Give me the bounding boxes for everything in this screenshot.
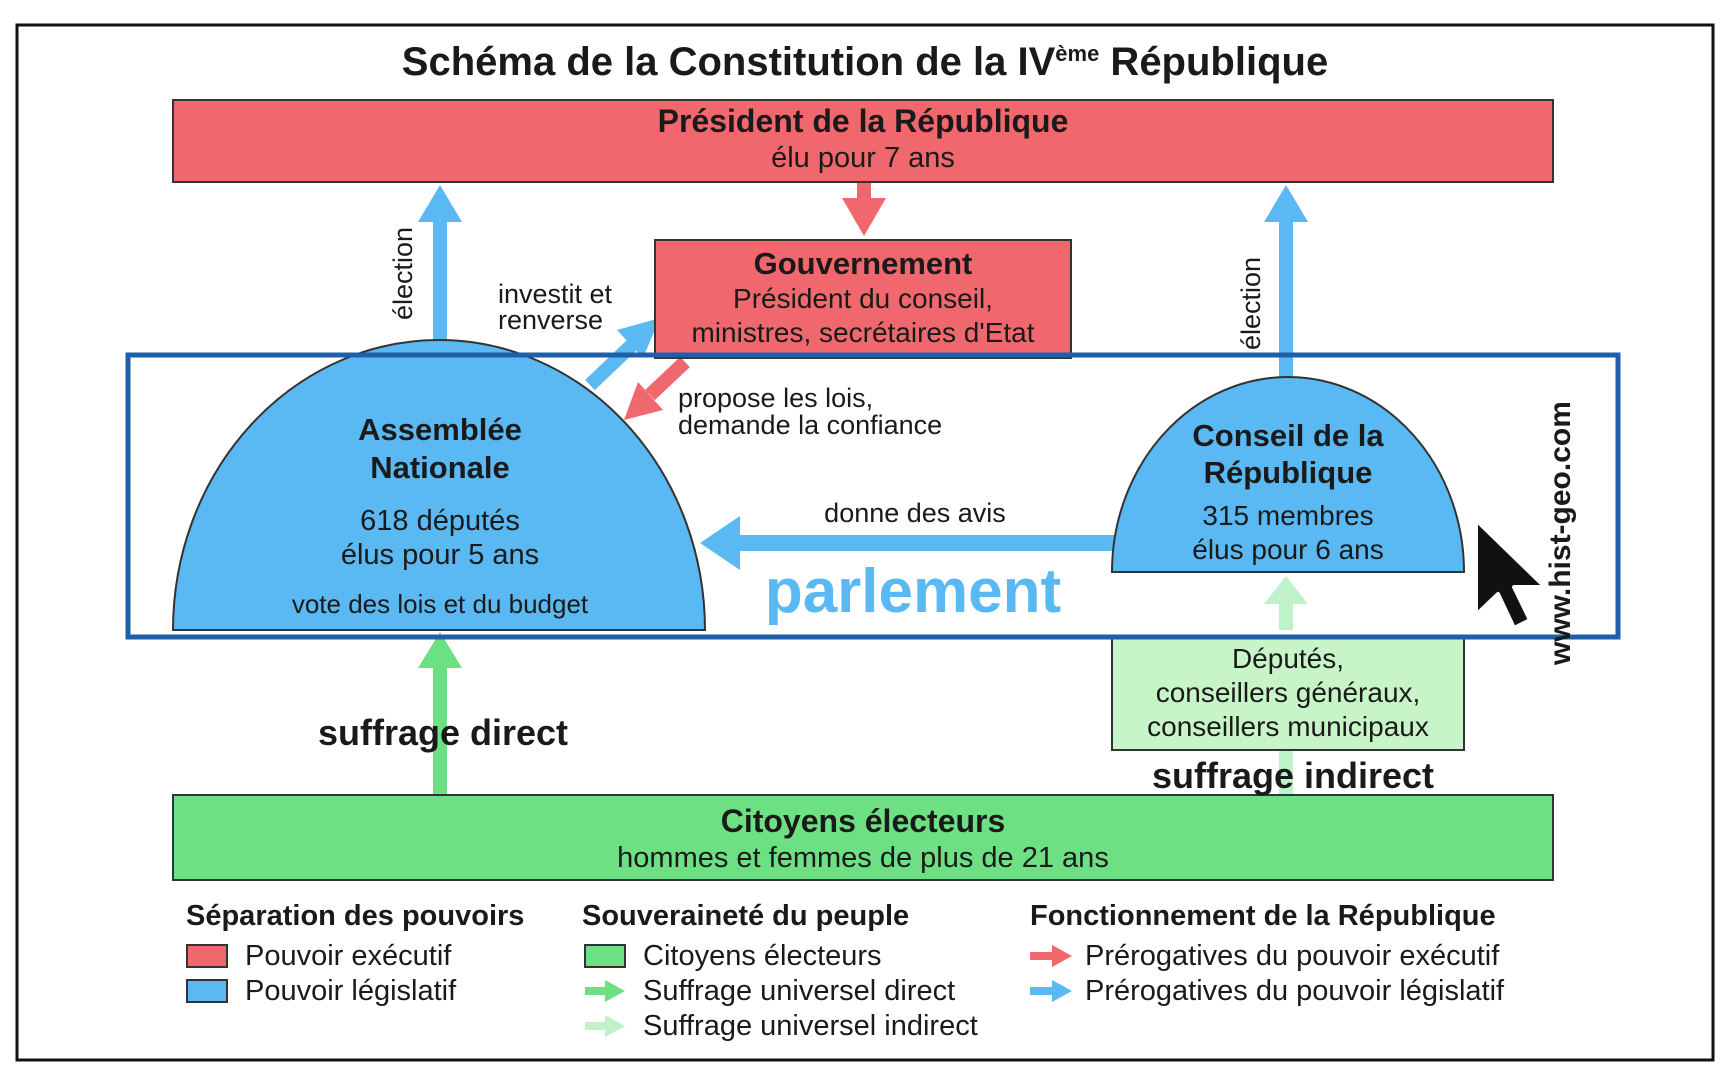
legend-heading-souverainete: Souveraineté du peuple bbox=[582, 900, 909, 932]
election-right-arrow bbox=[1264, 185, 1308, 380]
legend-item-executif: Pouvoir exécutif bbox=[245, 940, 452, 972]
legend-arrow-executif-icon bbox=[1030, 945, 1072, 967]
gouvernement-line1: Président du conseil, bbox=[733, 283, 993, 314]
conseil-line1: 315 membres bbox=[1202, 500, 1373, 531]
grands-electeurs-line2: conseillers généraux, bbox=[1156, 677, 1421, 708]
suffrage-indirect-label: suffrage indirect bbox=[1152, 755, 1434, 796]
assemblee-line2: élus pour 5 ans bbox=[341, 539, 539, 571]
investit-arrow bbox=[585, 318, 660, 391]
assemblee-title2: Nationale bbox=[370, 450, 510, 485]
legend-heading-separation: Séparation des pouvoirs bbox=[186, 900, 524, 932]
election-left-arrow bbox=[418, 185, 462, 342]
legend-item-legislatif: Pouvoir législatif bbox=[245, 975, 457, 1007]
legend: Séparation des pouvoirs Pouvoir exécutif… bbox=[186, 900, 1505, 1042]
gouvernement-title: Gouvernement bbox=[754, 246, 973, 281]
parlement-frame bbox=[125, 352, 1621, 640]
propose-label-1: propose les lois, bbox=[678, 383, 873, 413]
president-title: Président de la République bbox=[658, 103, 1069, 139]
suffrage-indirect-arrow-bottom bbox=[1279, 750, 1293, 795]
grands-electeurs-line3: conseillers municipaux bbox=[1147, 711, 1429, 742]
suffrage-indirect-arrow-top bbox=[1264, 576, 1308, 630]
legend-swatch-legislatif bbox=[186, 979, 228, 1003]
gouvernement-line2: ministres, secrétaires d'Etat bbox=[691, 317, 1034, 348]
conseil-title1: Conseil de la bbox=[1192, 418, 1384, 453]
citoyens-title: Citoyens électeurs bbox=[721, 803, 1006, 839]
legend-heading-fonctionnement: Fonctionnement de la République bbox=[1030, 900, 1496, 932]
legend-arrow-legislatif-icon bbox=[1030, 980, 1072, 1002]
investit-label-2: renverse bbox=[498, 305, 603, 335]
propose-label-2: demande la confiance bbox=[678, 410, 942, 440]
legend-arrow-direct-icon bbox=[585, 980, 625, 1002]
citoyens-subtitle: hommes et femmes de plus de 21 ans bbox=[617, 842, 1109, 874]
suffrage-direct-arrow bbox=[418, 632, 462, 795]
diagram-title: Schéma de la Constitution de la IVème Ré… bbox=[402, 40, 1328, 84]
legend-swatch-executif bbox=[186, 944, 228, 968]
assemblee-title1: Assemblée bbox=[358, 412, 522, 447]
legend-swatch-citoyens bbox=[584, 944, 626, 968]
legend-arrow-indirect-icon bbox=[585, 1015, 625, 1037]
legend-item-indirect: Suffrage universel indirect bbox=[643, 1010, 978, 1042]
suffrage-direct-label: suffrage direct bbox=[318, 712, 568, 753]
legend-item-prerogatives-executif: Prérogatives du pouvoir exécutif bbox=[1085, 940, 1500, 972]
parlement-label: parlement bbox=[765, 557, 1061, 626]
assemblee-line3: vote des lois et du budget bbox=[292, 589, 589, 619]
grands-electeurs-box: Députés, conseillers généraux, conseille… bbox=[1111, 636, 1465, 751]
president-subtitle: élu pour 7 ans bbox=[771, 142, 955, 174]
legend-item-citoyens: Citoyens électeurs bbox=[643, 940, 882, 972]
conseil-title2: République bbox=[1204, 455, 1373, 490]
avis-arrow bbox=[700, 516, 1115, 570]
conseil-line2: élus pour 6 ans bbox=[1192, 534, 1383, 565]
nomination-arrow bbox=[842, 180, 886, 236]
election-right-label: élection bbox=[1236, 257, 1266, 350]
propose-arrow bbox=[624, 356, 690, 420]
conseil-republique: Conseil de la République 315 membres élu… bbox=[1110, 376, 1466, 573]
grands-electeurs-line1: Députés, bbox=[1232, 643, 1344, 674]
watermark: www.hist-geo.com bbox=[1544, 401, 1577, 666]
election-left-label: élection bbox=[388, 227, 418, 320]
mouse-cursor-icon bbox=[1474, 518, 1547, 630]
gouvernement-box: Gouvernement Président du conseil, minis… bbox=[654, 239, 1072, 359]
investit-label-1: investit et bbox=[498, 279, 613, 309]
president-box: Président de la République élu pour 7 an… bbox=[172, 99, 1554, 183]
assemblee-nationale: Assemblée Nationale 618 députés élus pou… bbox=[171, 339, 707, 631]
legend-item-direct: Suffrage universel direct bbox=[643, 975, 955, 1007]
citoyens-box: Citoyens électeurs hommes et femmes de p… bbox=[172, 794, 1554, 881]
avis-label: donne des avis bbox=[824, 498, 1006, 528]
assemblee-line1: 618 députés bbox=[360, 505, 520, 537]
legend-item-prerogatives-legislatif: Prérogatives du pouvoir législatif bbox=[1085, 975, 1505, 1007]
